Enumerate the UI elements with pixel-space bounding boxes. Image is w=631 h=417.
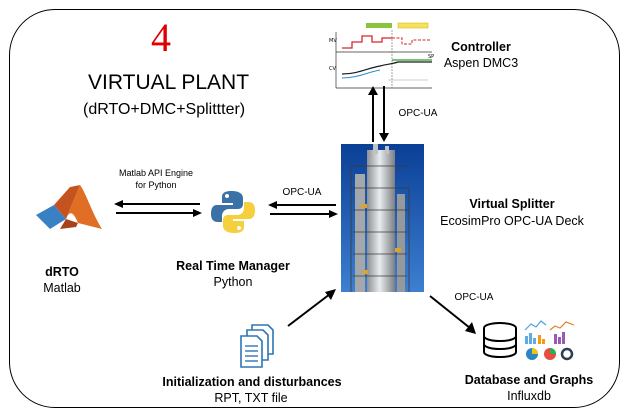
controller-splitter-label: OPC-UA bbox=[398, 108, 438, 119]
rtm-splitter-arrows bbox=[268, 201, 338, 218]
drto-title: dRTO bbox=[45, 265, 79, 279]
dmc-trend-chart-icon: MV CV SP bbox=[328, 22, 434, 92]
distillation-column-photo bbox=[341, 144, 424, 292]
svg-text:MV: MV bbox=[329, 38, 337, 44]
drto-subtitle: Matlab bbox=[43, 281, 81, 295]
rtm-subtitle: Python bbox=[213, 275, 253, 289]
splitter-subtitle: EcosimPro OPC-UA Deck bbox=[440, 214, 584, 228]
matlab-api-label-line1: Matlab API Engine bbox=[118, 168, 194, 178]
matlab-api-label-line2: for Python bbox=[135, 180, 177, 190]
plant-title: VIRTUAL PLANT bbox=[88, 71, 250, 94]
splitter-db-label: OPC-UA bbox=[454, 292, 494, 303]
rtm-splitter-label: OPC-UA bbox=[282, 187, 322, 198]
python-logo-icon bbox=[211, 191, 255, 233]
db-title: Database and Graphs bbox=[464, 373, 594, 387]
documents-icon bbox=[240, 324, 274, 368]
database-icon bbox=[483, 322, 517, 359]
controller-subtitle: Aspen DMC3 bbox=[443, 56, 519, 70]
matlab-api-arrows bbox=[114, 200, 202, 217]
init-title: Initialization and disturbances bbox=[162, 375, 342, 389]
figure-number: 4 bbox=[151, 15, 171, 60]
matlab-logo-icon bbox=[36, 185, 102, 229]
svg-text:SP: SP bbox=[428, 54, 434, 60]
plant-subtitle: (dRTO+DMC+Splittter) bbox=[83, 101, 246, 118]
init-subtitle: RPT, TXT file bbox=[214, 391, 288, 405]
svg-text:CV: CV bbox=[329, 66, 336, 72]
graphs-dashboard-icon bbox=[523, 317, 577, 363]
controller-splitter-arrows bbox=[368, 86, 389, 142]
controller-title: Controller bbox=[451, 40, 511, 54]
splitter-title: Virtual Splitter bbox=[469, 197, 555, 211]
rtm-title: Real Time Manager bbox=[176, 259, 290, 273]
virtual-plant-frame bbox=[9, 9, 620, 408]
splitter-db-arrow bbox=[429, 295, 476, 334]
init-splitter-arrow bbox=[287, 289, 336, 327]
db-subtitle: Influxdb bbox=[507, 389, 551, 403]
